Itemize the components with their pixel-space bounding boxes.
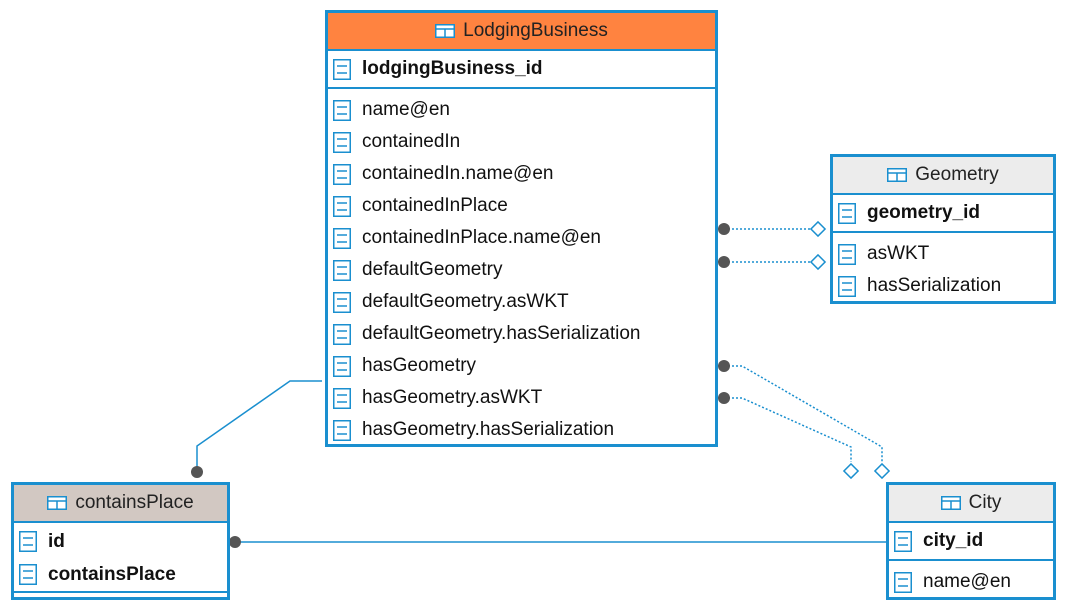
field-row[interactable]: containedIn	[328, 126, 715, 158]
field-label: geometry_id	[867, 202, 980, 223]
connector-dot	[718, 360, 730, 372]
entity-city[interactable]: City city_id name@en	[886, 482, 1056, 600]
field-row[interactable]: defaultGeometry	[328, 254, 715, 286]
field-icon	[19, 531, 37, 552]
table-icon	[47, 496, 68, 510]
connector-diamond	[842, 462, 860, 480]
field-label: defaultGeometry	[362, 259, 503, 280]
field-icon	[333, 195, 351, 217]
entity-header[interactable]: Geometry	[833, 157, 1053, 195]
field-icon	[333, 259, 351, 281]
rel-lodging-containsplace	[196, 380, 322, 472]
field-icon	[838, 202, 856, 224]
field-row[interactable]: hasSerialization	[833, 270, 1053, 302]
field-row[interactable]: name@en	[889, 566, 1053, 598]
field-icon	[333, 387, 351, 409]
entity-header[interactable]: LodgingBusiness	[328, 13, 715, 51]
field-label: containedIn.name@en	[362, 163, 554, 184]
field-icon	[333, 131, 351, 153]
field-row[interactable]: containedInPlace.name@en	[328, 222, 715, 254]
field-list: asWKT hasSerialization	[833, 238, 1053, 302]
field-label: id	[48, 530, 65, 552]
field-row[interactable]: name@en	[328, 94, 715, 126]
entity-title: LodgingBusiness	[463, 20, 608, 41]
field-row[interactable]: hasGeometry.hasSerialization	[328, 414, 715, 446]
field-icon	[333, 163, 351, 185]
field-row[interactable]: id	[14, 525, 227, 558]
field-row-pk[interactable]: city_id	[889, 523, 1053, 561]
field-label: lodgingBusiness_id	[362, 58, 543, 79]
field-icon	[333, 419, 351, 441]
connector-dot	[718, 223, 730, 235]
field-row[interactable]: asWKT	[833, 238, 1053, 270]
field-label: hasGeometry.asWKT	[362, 387, 543, 408]
field-row[interactable]: defaultGeometry.asWKT	[328, 286, 715, 318]
field-icon	[333, 355, 351, 377]
field-label: containedInPlace.name@en	[362, 227, 602, 248]
field-label: hasSerialization	[867, 275, 1002, 296]
field-list: name@en	[889, 566, 1053, 598]
rel-hasgeometry-city	[724, 365, 883, 462]
field-row[interactable]: containsPlace	[14, 558, 227, 591]
field-icon	[838, 243, 856, 265]
field-icon	[333, 58, 351, 80]
field-icon	[333, 227, 351, 249]
rel-hasgeometry-aswkt-city	[724, 397, 852, 462]
field-row[interactable]: containedInPlace	[328, 190, 715, 222]
field-label: containsPlace	[48, 563, 176, 585]
field-icon	[19, 564, 37, 585]
field-list: id containsPlace	[14, 523, 227, 593]
entity-header[interactable]: City	[889, 485, 1053, 523]
field-label: containedInPlace	[362, 195, 508, 216]
table-icon	[887, 168, 908, 182]
field-label: name@en	[923, 571, 1011, 592]
field-label: defaultGeometry.asWKT	[362, 291, 569, 312]
entity-lodgingbusiness[interactable]: LodgingBusiness lodgingBusiness_id name@…	[325, 10, 718, 447]
field-row[interactable]: defaultGeometry.hasSerialization	[328, 318, 715, 350]
entity-containsplace[interactable]: containsPlace id containsPlace	[11, 482, 230, 600]
field-icon	[894, 530, 912, 552]
table-icon	[940, 496, 961, 510]
field-icon	[838, 275, 856, 297]
field-icon	[333, 291, 351, 313]
connector-dot	[229, 536, 241, 548]
field-icon	[333, 99, 351, 121]
field-row[interactable]: hasGeometry	[328, 350, 715, 382]
field-label: hasGeometry	[362, 355, 477, 376]
field-label: city_id	[923, 530, 984, 551]
connector-diamond	[809, 253, 827, 271]
field-icon	[333, 323, 351, 345]
entity-header[interactable]: containsPlace	[14, 485, 227, 523]
table-icon	[435, 24, 456, 38]
connector-dot	[718, 392, 730, 404]
field-list: name@en containedIn containedIn.name@en con…	[328, 94, 715, 446]
field-row-pk[interactable]: lodgingBusiness_id	[328, 51, 715, 89]
entity-title: containsPlace	[75, 492, 194, 513]
field-label: name@en	[362, 99, 450, 120]
field-label: hasGeometry.hasSerialization	[362, 419, 615, 440]
field-label: asWKT	[867, 243, 930, 264]
entity-geometry[interactable]: Geometry geometry_id asWKT hasSerializati…	[830, 154, 1056, 304]
entity-title: City	[968, 492, 1002, 513]
field-row[interactable]: containedIn.name@en	[328, 158, 715, 190]
connector-dot	[718, 256, 730, 268]
entity-title: Geometry	[915, 164, 999, 185]
field-label: containedIn	[362, 131, 461, 152]
field-row[interactable]: hasGeometry.asWKT	[328, 382, 715, 414]
field-label: defaultGeometry.hasSerialization	[362, 323, 641, 344]
field-icon	[894, 571, 912, 593]
field-row-pk[interactable]: geometry_id	[833, 195, 1053, 233]
connector-diamond	[809, 220, 827, 238]
connector-dot	[191, 466, 203, 478]
connector-diamond	[873, 462, 891, 480]
